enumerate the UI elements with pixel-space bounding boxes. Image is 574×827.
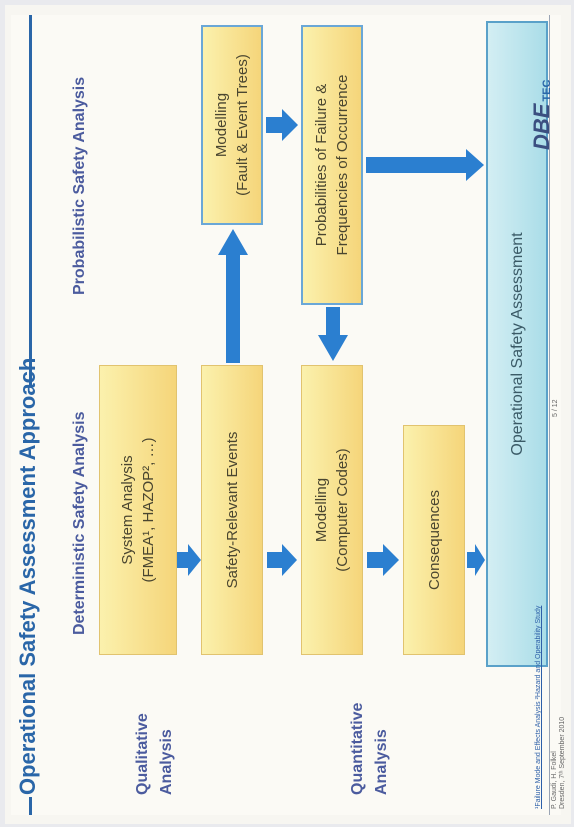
slide-title: Operational Safety Assessment Approach [15,357,40,795]
safety-events-label: Safety-Relevant Events [223,431,241,589]
modelling-codes-line-1: Modelling [313,477,330,543]
arrow-codes-to-consequences [367,544,399,576]
qualitative-heading: Qualitative Analysis [131,713,179,795]
arrow-probabilities-to-codes [318,307,348,361]
modelling-trees-line-2: (Fault & Event Trees) [234,54,251,196]
quantitative-line-1: Quantitative [349,702,366,795]
title-rule-left [29,797,32,815]
scanned-page: Operational Safety Assessment Approach D… [5,5,571,824]
arrow-consequences-to-assessment [467,544,485,576]
qualitative-line-2: Analysis [158,729,175,795]
arrow-events-to-codes [267,544,297,576]
modelling-codes-line-2: (Computer Codes) [334,448,351,572]
quantitative-line-2: Analysis [373,729,390,795]
modelling-trees-box: Modelling (Fault & Event Trees) [201,25,263,225]
arrow-probabilities-to-assessment [366,149,484,181]
arrow-events-to-fault-trees [218,229,248,363]
modelling-trees-line-1: Modelling [213,92,230,158]
page-number: 5 / 12 [552,399,559,417]
system-analysis-line-1: System Analysis [119,455,136,565]
modelling-codes-box: Modelling (Computer Codes) [301,365,363,655]
consequences-box: Consequences [403,425,465,655]
qualitative-line-1: Qualitative [134,713,151,795]
dbe-tec-logo: DBE TEC [529,79,554,150]
footnote: ¹Failure Mode and Effects Analysis ²Haza… [535,605,542,809]
footer-author-line-1: P. Gaudi, H. Folkel [551,751,558,809]
title-rule-right [29,15,32,385]
safety-events-box: Safety-Relevant Events [201,365,263,655]
probabilities-line-1: Probabilities of Failure & [313,83,330,247]
consequences-label: Consequences [425,489,443,591]
probabilities-line-2: Frequencies of Occurrence [334,74,351,256]
probabilities-box: Probabilities of Failure & Frequencies o… [301,25,363,305]
system-analysis-box: System Analysis (FMEA¹, HAZOP², …) [99,365,177,655]
deterministic-heading: Deterministic Safety Analysis [71,411,88,636]
system-analysis-line-2: (FMEA¹, HAZOP², …) [140,437,157,583]
arrow-system-to-events [177,544,201,576]
quantitative-heading: Quantitative Analysis [346,703,394,795]
slide: Operational Safety Assessment Approach D… [11,15,566,815]
logo-text: DBE [529,103,554,150]
logo-suffix: TEC [541,79,553,102]
operational-assessment-label: Operational Safety Assessment [508,232,526,456]
probabilistic-heading: Probabilistic Safety Analysis [71,76,88,295]
arrow-trees-to-probabilities [266,109,298,141]
footer-author-line-2: Dresden, 7ᵗʰ September 2010 [559,716,566,809]
